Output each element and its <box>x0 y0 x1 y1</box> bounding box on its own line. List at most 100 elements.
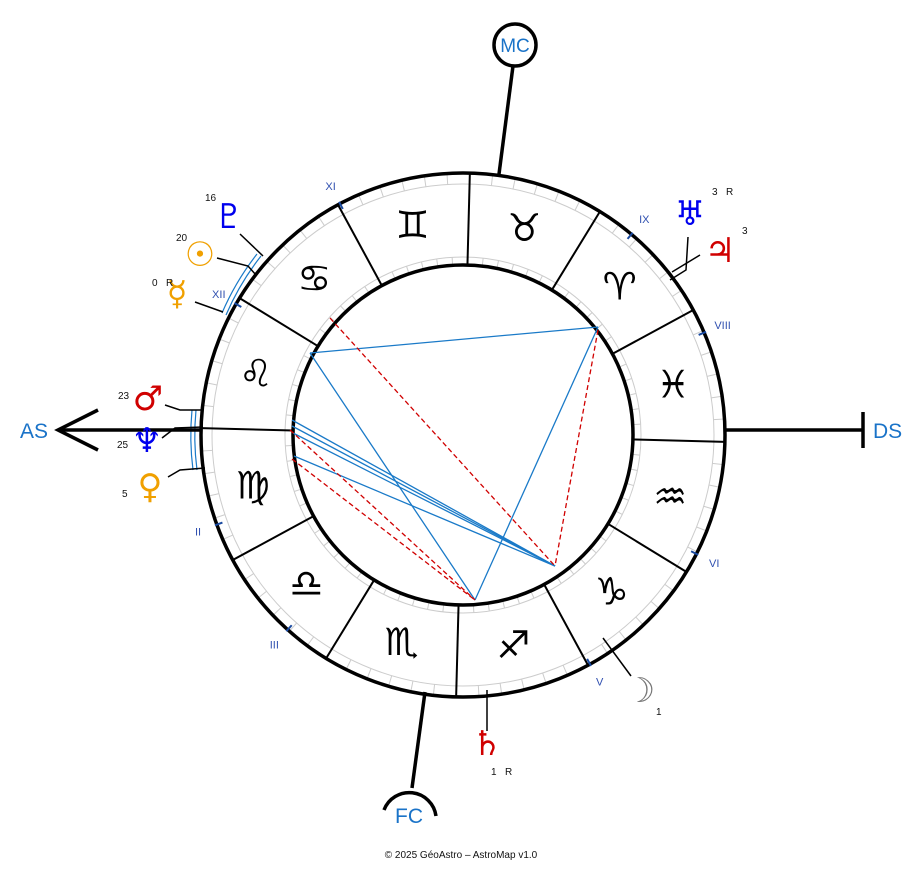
house-cusp-tick <box>214 521 223 527</box>
degree-tick <box>521 678 525 690</box>
uranus-degree: 3 <box>712 187 718 198</box>
house-label-VIII: VIII <box>714 320 731 332</box>
house-label-II: II <box>195 526 201 538</box>
degree-tick <box>664 583 674 592</box>
sign-divider <box>232 515 315 561</box>
degree-tick <box>299 229 308 239</box>
degree-tick <box>446 173 449 185</box>
degree-tick <box>644 254 654 263</box>
ascendant-label: AS <box>20 420 48 443</box>
aspect-line-blue <box>292 432 556 567</box>
sign-glyphs: ♍︎♎︎♏︎♐︎♑︎♒︎♓︎♈︎♉︎♊︎♋︎♌︎ <box>236 203 690 667</box>
inner-circle <box>291 263 635 607</box>
aspect-line-red <box>289 429 476 601</box>
degree-ticks <box>201 173 725 697</box>
degree-tick <box>289 622 298 632</box>
saturn-retrograde-flag: R <box>505 767 512 778</box>
degree-tick <box>366 668 372 679</box>
house-label-XII: XII <box>212 289 225 301</box>
house-cusp-tick <box>698 330 707 336</box>
sign-glyph-leo: ♌︎ <box>239 352 273 396</box>
uranus-connector <box>669 236 689 281</box>
jupiter-connector <box>671 254 701 273</box>
aspect-line-red <box>291 458 476 601</box>
degree-tick <box>611 224 620 234</box>
degree-tick <box>282 244 291 254</box>
aspect-lines <box>289 317 599 601</box>
imum-coeli-marker[interactable] <box>382 691 438 817</box>
jupiter-glyph-icon: ♃︎ <box>705 231 735 271</box>
sign-divider <box>466 173 471 266</box>
ascendant-marker[interactable] <box>54 408 201 452</box>
aspect-line-blue <box>474 326 599 601</box>
degree-tick <box>562 664 568 676</box>
sun-connector <box>216 257 257 276</box>
sign-glyph-aries: ♈︎ <box>603 264 637 308</box>
sign-divider <box>325 579 376 659</box>
descendant-marker[interactable] <box>726 412 865 448</box>
midheaven-label: MC <box>500 36 530 57</box>
pluto-glyph-icon: ♇︎ <box>214 197 244 237</box>
degree-tick <box>533 183 538 195</box>
mars-connector <box>164 404 203 411</box>
moon-glyph-icon: ☽︎ <box>625 671 655 711</box>
copyright-footer: © 2025 GéoAstro – AstroMap v1.0 <box>384 850 538 861</box>
house-label-VI: VI <box>709 558 719 570</box>
sign-glyph-virgo: ♍︎ <box>236 463 270 507</box>
degree-tick <box>257 590 267 599</box>
degree-tick <box>206 382 218 386</box>
descendant-label: DS <box>873 420 902 443</box>
degree-tick <box>618 631 627 641</box>
sign-divider <box>455 604 460 697</box>
mercury-connector <box>194 301 224 313</box>
degree-tick <box>219 338 230 344</box>
aspect-line-blue <box>309 326 599 354</box>
jupiter-degree: 3 <box>742 226 748 237</box>
sign-divider <box>611 309 694 355</box>
house-cusp-tick <box>285 624 293 632</box>
sign-divider <box>632 438 725 443</box>
degree-tick <box>713 418 725 421</box>
midheaven-marker[interactable] <box>492 22 538 175</box>
degree-tick <box>266 261 276 270</box>
degree-tick <box>272 607 282 616</box>
mercury-retrograde-flag: R <box>166 278 173 289</box>
mars-glyph-icon: ♂︎ <box>133 379 163 419</box>
conjunction-arc-lower <box>194 409 198 471</box>
house-cusp-tick <box>690 550 699 556</box>
sign-dividers <box>201 173 725 697</box>
degree-tick <box>208 493 220 497</box>
sign-glyph-taurus: ♉︎ <box>507 206 541 250</box>
pluto-degree: 16 <box>205 193 217 204</box>
sign-glyph-pisces: ♓︎ <box>656 363 690 407</box>
degree-tick <box>542 672 547 684</box>
degree-tick <box>228 317 239 324</box>
sun-degree: 20 <box>176 233 188 244</box>
degree-tick <box>708 484 720 488</box>
degree-tick <box>700 351 712 356</box>
degree-tick <box>477 685 480 697</box>
sign-glyph-libra: ♎︎ <box>289 562 323 606</box>
degree-tick <box>345 659 352 670</box>
degree-tick <box>201 449 213 452</box>
house-cusp-tick <box>233 302 242 308</box>
degree-tick <box>635 616 644 626</box>
degree-tick <box>306 636 315 646</box>
neptune-glyph-icon: ♆︎ <box>132 421 162 461</box>
degree-tick <box>659 271 669 280</box>
degree-tick <box>252 278 262 287</box>
aspect-line-blue <box>291 425 556 567</box>
house-label-V: V <box>596 677 604 689</box>
degree-tick <box>244 573 254 581</box>
degree-tick <box>222 534 234 540</box>
sign-glyph-capricorn: ♑︎ <box>595 570 629 614</box>
degree-tick <box>410 680 414 692</box>
imum-coeli-label: FC <box>395 805 423 828</box>
pluto-connector <box>239 233 264 257</box>
degree-tick <box>358 194 364 206</box>
sign-divider <box>543 583 589 666</box>
saturn-glyph-icon: ♄︎ <box>472 724 502 764</box>
house-label-III: III <box>270 640 279 652</box>
